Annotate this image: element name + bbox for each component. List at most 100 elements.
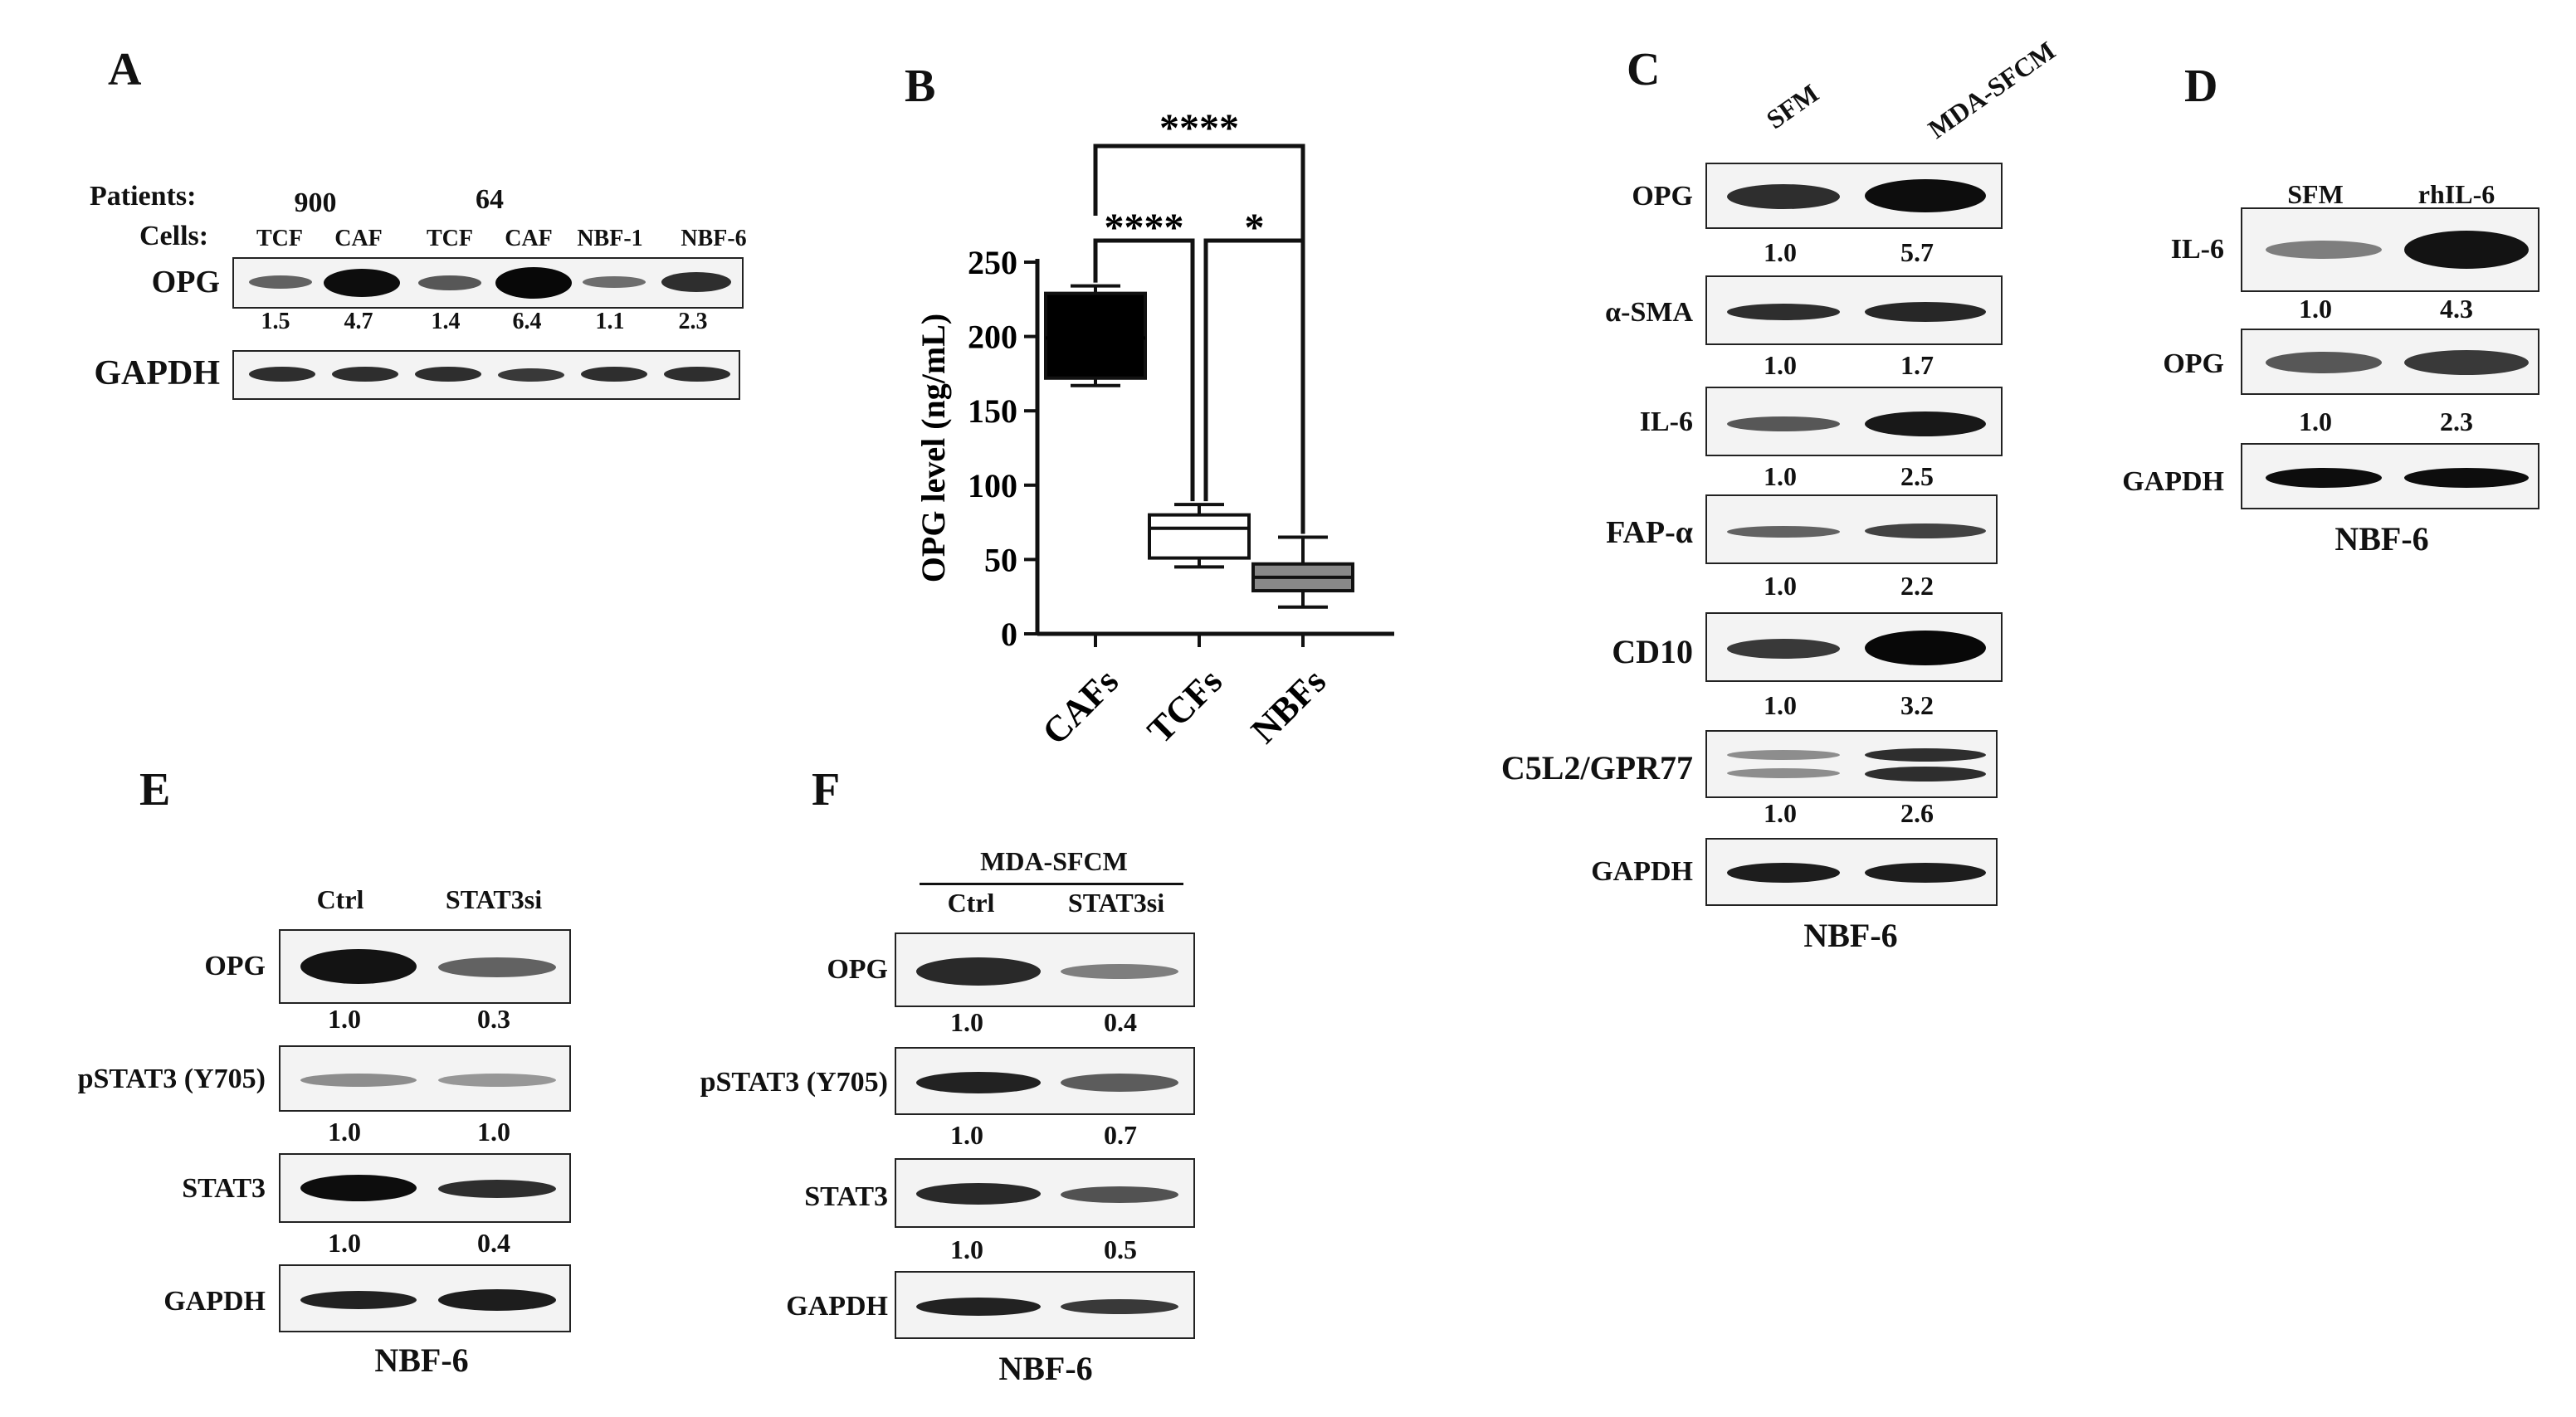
western-blot-il6: [1705, 387, 2003, 456]
lane-label: NBF-6: [681, 226, 747, 251]
blot-label: GAPDH: [786, 1291, 888, 1322]
lane-label: rhIL-6: [2417, 179, 2496, 209]
lane-label: CAF: [334, 226, 383, 251]
quant-value: 2.3: [2440, 407, 2473, 436]
western-blot-cd10: [1705, 612, 2003, 682]
quant-value: 1.1: [595, 309, 625, 334]
quant-value: 1.0: [1764, 237, 1797, 267]
panel-a-letter: A: [108, 44, 142, 95]
quant-value: 0.7: [1104, 1120, 1137, 1150]
blot-label: GAPDH: [1591, 856, 1693, 887]
panel-b-letter: B: [905, 61, 936, 112]
quant-value: 4.7: [344, 309, 373, 334]
western-blot-alpha-sma: [1705, 275, 2003, 345]
box-cafs: [1044, 291, 1147, 380]
quant-value: 1.0: [1764, 690, 1797, 720]
quant-value: 1.0: [1764, 350, 1797, 380]
western-blot-gapdh: [2241, 443, 2539, 509]
lane-label: SFM: [1760, 77, 1824, 135]
cell-line-caption: NBF-6: [998, 1350, 1093, 1387]
western-blot-opg: [1705, 163, 2003, 229]
lane-label: NBF-1: [577, 226, 643, 251]
quant-value: 5.7: [1900, 237, 1934, 267]
significance-label: *: [1245, 206, 1265, 250]
blot-label-opg: OPG: [151, 265, 220, 299]
western-blot-opg: [232, 257, 744, 309]
quant-value: 2.3: [678, 309, 708, 334]
western-blot-gapdh: [1705, 838, 1998, 906]
box-tcfs: [1148, 513, 1251, 560]
panel-e-letter: E: [139, 764, 171, 816]
blot-label: C5L2/GPR77: [1500, 749, 1693, 786]
western-blot-c5l2-gpr77: [1705, 730, 1998, 798]
western-blot-gapdh: [279, 1264, 571, 1332]
western-blot-fap-alpha: [1705, 494, 1998, 564]
blot-label: pSTAT3 (Y705): [700, 1067, 888, 1098]
western-blot-pstat3: [895, 1047, 1195, 1115]
treatment-label: MDA-SFCM: [980, 846, 1128, 876]
blot-label: OPG: [1632, 181, 1693, 212]
blot-label: OPG: [827, 954, 888, 985]
blot-label: OPG: [204, 951, 266, 981]
significance-label: ****: [1159, 106, 1239, 150]
quant-value: 1.0: [2299, 407, 2332, 436]
western-blot-opg: [2241, 329, 2539, 395]
quant-value: 1.0: [950, 1234, 983, 1264]
y-tick-label: 250: [968, 244, 1017, 281]
cell-line-caption: NBF-6: [2334, 520, 2429, 558]
lane-label: SFM: [2287, 179, 2344, 209]
y-tick-label: 150: [968, 392, 1017, 430]
western-blot-stat3: [279, 1153, 571, 1223]
quant-value: 1.0: [1764, 461, 1797, 491]
blot-label-gapdh: GAPDH: [94, 354, 220, 392]
y-tick-label: 50: [984, 541, 1017, 578]
quant-value: 6.4: [512, 309, 542, 334]
x-tick-label: NBFs: [1243, 660, 1334, 751]
western-blot-gapdh: [232, 350, 740, 400]
lane-label: MDA-SFCM: [1922, 35, 2061, 144]
quant-value: 1.0: [328, 1228, 361, 1258]
blot-label: α-SMA: [1605, 297, 1693, 328]
blot-label: GAPDH: [2122, 466, 2224, 497]
western-blot-opg: [895, 932, 1195, 1007]
quant-value: 4.3: [2440, 294, 2473, 324]
lane-label: TCF: [256, 226, 303, 251]
quant-value: 1.4: [431, 309, 461, 334]
lane-label: Ctrl: [947, 888, 995, 918]
patients-label: Patients:: [90, 181, 197, 212]
western-blot-opg: [279, 929, 571, 1004]
quant-value: 1.0: [1764, 571, 1797, 601]
lane-label: Ctrl: [316, 884, 364, 914]
quant-value: 1.5: [261, 309, 290, 334]
quant-value: 0.4: [477, 1228, 510, 1258]
cell-line-caption: NBF-6: [374, 1342, 469, 1379]
blot-label: pSTAT3 (Y705): [77, 1064, 266, 1094]
quant-value: 1.0: [477, 1117, 510, 1147]
y-tick-label: 200: [968, 319, 1017, 356]
lane-label: STAT3si: [1067, 888, 1165, 918]
quant-value: 0.5: [1104, 1234, 1137, 1264]
quant-value: 0.3: [477, 1004, 510, 1034]
y-tick-label: 100: [968, 467, 1017, 504]
quant-value: 1.0: [328, 1004, 361, 1034]
quant-value: 1.0: [2299, 294, 2332, 324]
blot-label: FAP-α: [1606, 515, 1693, 550]
blot-label: IL-6: [1639, 407, 1693, 437]
blot-label: OPG: [2163, 348, 2224, 379]
blot-label: GAPDH: [163, 1286, 266, 1317]
western-blot-pstat3: [279, 1045, 571, 1112]
patient-64: 64: [476, 184, 504, 215]
cells-label: Cells:: [139, 221, 209, 251]
quant-value: 1.0: [1764, 798, 1797, 828]
panel-d-letter: D: [2184, 61, 2218, 112]
quant-value: 3.2: [1900, 690, 1934, 720]
x-tick-label: CAFs: [1034, 660, 1126, 752]
western-blot-gapdh: [895, 1271, 1195, 1339]
blot-label: STAT3: [182, 1173, 266, 1204]
panel-c-letter: C: [1627, 44, 1661, 95]
treatment-bracket-line: [920, 883, 1183, 885]
quant-value: 1.7: [1900, 350, 1934, 380]
lane-label: TCF: [427, 226, 473, 251]
lane-label: STAT3si: [445, 884, 543, 914]
